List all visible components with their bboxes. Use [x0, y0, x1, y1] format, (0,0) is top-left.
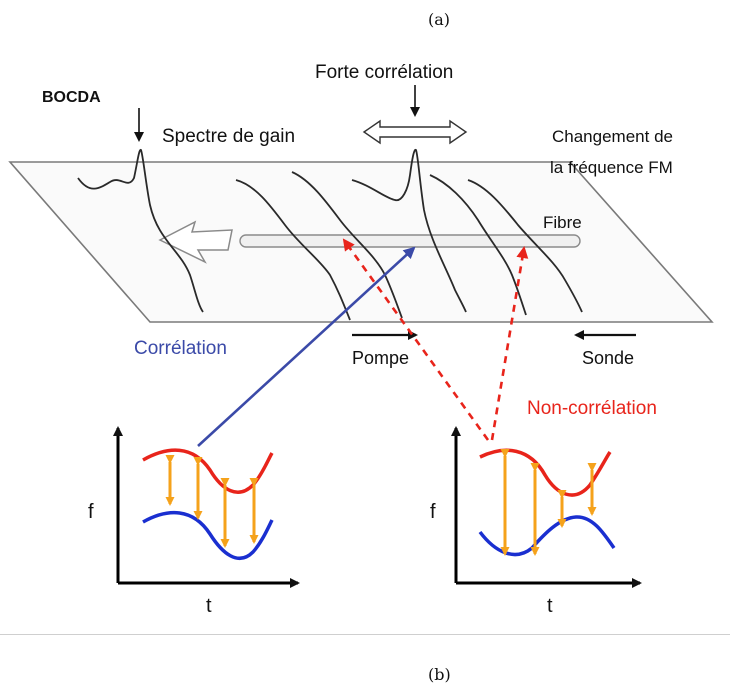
label-pompe: Pompe — [352, 348, 409, 368]
non-correlation-arrow-1 — [342, 238, 490, 441]
plot-correlation — [113, 426, 300, 588]
label-bocda: BOCDA — [42, 89, 101, 106]
label-forte-correlation: Forte corrélation — [315, 62, 453, 83]
label-non-correlation: Non-corrélation — [527, 398, 657, 419]
axis-t-left: t — [206, 595, 212, 617]
separator-line — [0, 634, 730, 635]
label-changement-line1: Changement de — [552, 127, 673, 146]
gain-spectra — [77, 148, 583, 321]
label-sonde: Sonde — [582, 348, 634, 368]
gain-spectrum-3 — [291, 171, 403, 319]
axis-t-right: t — [547, 595, 553, 617]
correlation-arrow — [197, 246, 416, 447]
gain-spectrum-6 — [467, 179, 583, 313]
gain-spectrum-bocda — [77, 149, 204, 313]
axis-f-right: f — [430, 501, 436, 523]
probe-curve-right — [478, 515, 616, 557]
label-correlation: Corrélation — [134, 338, 227, 359]
plot-non-correlation — [451, 426, 642, 588]
probe-curve-left — [142, 510, 274, 560]
gain-spectrum-5 — [429, 174, 527, 316]
caption-b: (b) — [428, 665, 451, 684]
propagation-arrow — [158, 220, 233, 264]
label-fibre: Fibre — [543, 213, 582, 232]
axis-f-left: f — [88, 501, 94, 523]
gain-spectrum-2 — [235, 179, 351, 321]
caption-a: (a) — [428, 10, 451, 29]
double-arrow-icon — [362, 119, 468, 145]
gain-spectrum-peak — [351, 148, 467, 313]
label-changement-line2: la fréquence FM — [550, 158, 673, 177]
non-correlation-arrow-2 — [490, 246, 529, 441]
label-spectre-de-gain: Spectre de gain — [162, 126, 295, 147]
